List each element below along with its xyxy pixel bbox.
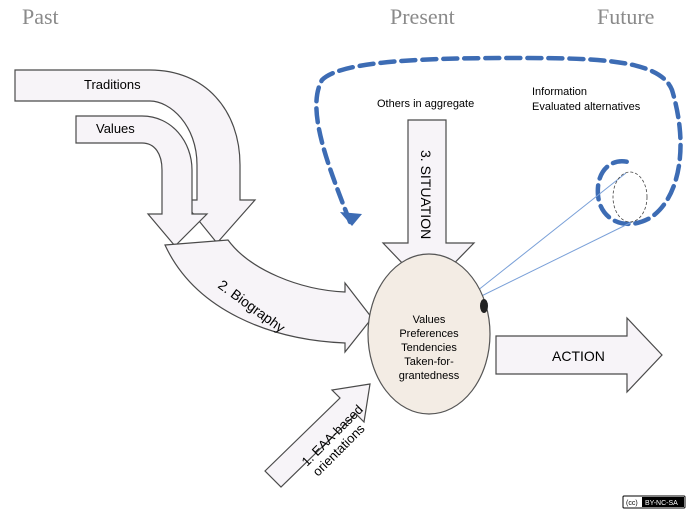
values-label: Values xyxy=(96,121,135,136)
center-line-tendencies: Tendencies xyxy=(401,342,457,354)
action-label: ACTION xyxy=(552,348,605,364)
license-text: BY-NC-SA xyxy=(645,500,678,507)
others-label: Others in aggregate xyxy=(377,98,474,110)
header-future: Future xyxy=(597,4,654,29)
cc-icon: (cc) xyxy=(626,500,638,507)
feedback-arrowhead xyxy=(340,212,362,226)
biography-arrow xyxy=(164,239,373,354)
information-label: Information xyxy=(532,86,587,98)
action-arrow xyxy=(495,316,663,394)
traditions-arrow xyxy=(14,69,257,244)
center-line-values: Values xyxy=(413,314,446,326)
center-line-grantedness: grantedness xyxy=(399,370,460,382)
center-line-taken: Taken-for- xyxy=(404,356,454,368)
evaluated-label: Evaluated alternatives xyxy=(532,101,641,113)
eye-dot xyxy=(480,299,488,313)
beam-upper xyxy=(452,172,627,311)
header-past: Past xyxy=(22,4,59,29)
values-arrow xyxy=(75,115,209,247)
situation-label: 3. SITUATION xyxy=(418,150,434,239)
center-line-preferences: Preferences xyxy=(399,328,459,340)
feedback-loop xyxy=(314,55,683,227)
central-ellipse xyxy=(367,253,491,415)
traditions-label: Traditions xyxy=(84,77,141,92)
eaa-arrow xyxy=(264,383,371,488)
header-present: Present xyxy=(390,4,455,29)
future-ellipse xyxy=(612,171,648,223)
license-badge: (cc) BY-NC-SA xyxy=(622,495,686,509)
